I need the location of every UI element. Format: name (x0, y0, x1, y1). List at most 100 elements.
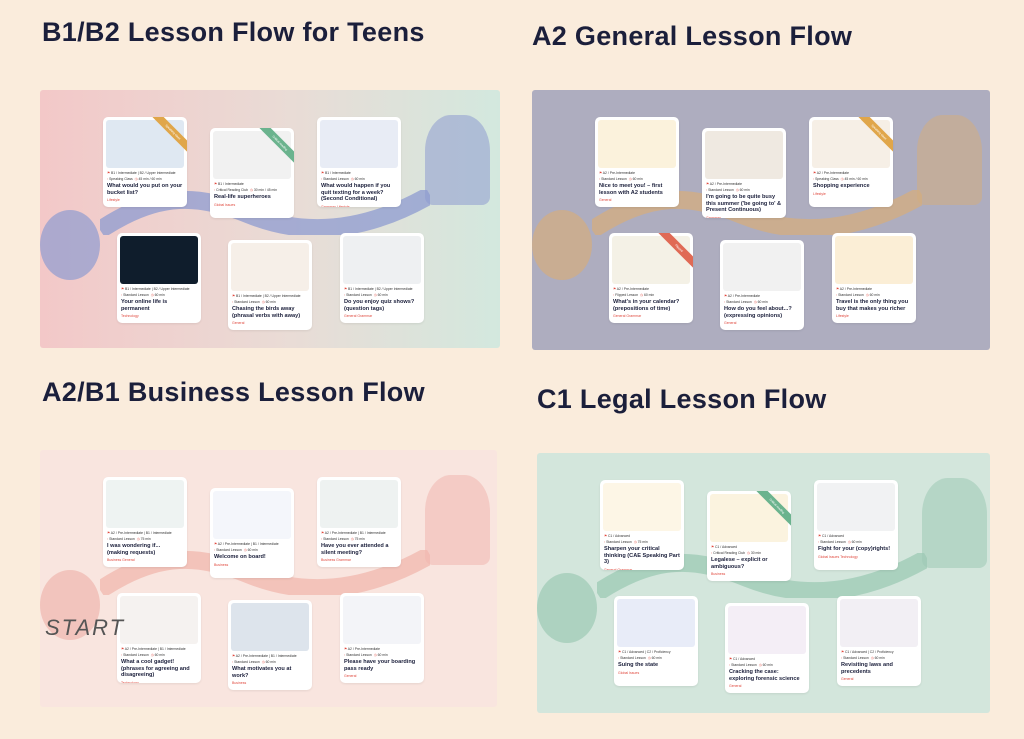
level-text: B1 / Intermediate | B2 / Upper Intermedi… (235, 294, 301, 298)
lesson-duration: 60 min (651, 656, 662, 660)
level-flag-icon: ⚑ (321, 171, 325, 175)
lesson-card[interactable]: ⚑ A2 / Pre-Intermediate▫ Standard Lesson… (832, 233, 916, 323)
goal-illustration (922, 478, 987, 568)
lesson-illustration (320, 120, 398, 168)
level-flag-icon: ⚑ (107, 171, 111, 175)
lesson-card[interactable]: ⚑ A2 / Pre-Intermediate | B1 / Intermedi… (317, 477, 401, 567)
lesson-illustration (106, 480, 184, 528)
lesson-tags[interactable]: Lifestyle (836, 314, 849, 319)
lesson-card[interactable]: ⚑ B1 / Intermediate | B2 / Upper Interme… (228, 240, 312, 330)
lesson-tags[interactable]: Business (214, 562, 229, 567)
lesson-card[interactable]: ⚑ B1 / Intermediate | B2 / Upper Interme… (340, 233, 424, 323)
level-flag-icon: ⚑ (121, 287, 125, 291)
lesson-duration: 75 min (637, 540, 648, 544)
lesson-info: ▫ Standard Lesson ◷ 60 min (232, 660, 308, 664)
lesson-tags[interactable]: Grammar (706, 216, 782, 218)
lesson-info: ▫ Speaking Class ◷ 45 min / 60 min (107, 177, 183, 181)
lesson-card[interactable]: Flipped⚑ A2 / Pre-Intermediate▫ Flipped … (609, 233, 693, 323)
lesson-type: Standard Lesson (234, 300, 260, 304)
lesson-type: Standard Lesson (601, 177, 627, 181)
lesson-level: ⚑ C1 / Advanced | C2 / Proficiency (841, 650, 917, 654)
lesson-illustration (817, 483, 895, 531)
flow-panel-business: START ⚑ A2 / Pre-Intermediate | B1 / Int… (40, 450, 497, 707)
lesson-tags[interactable]: Business (232, 681, 247, 686)
lesson-tags[interactable]: General Grammar (613, 314, 642, 319)
lesson-duration: 60 min (762, 663, 773, 667)
clock-icon: ◷ (735, 188, 740, 192)
clock-icon: ◷ (243, 548, 248, 552)
lesson-level: ⚑ B1 / Intermediate (321, 171, 397, 175)
lesson-tags[interactable]: General (724, 321, 737, 326)
lesson-tags[interactable]: Business (711, 572, 726, 577)
lesson-tags[interactable]: Business Grammar (321, 558, 351, 563)
document-icon: ▫ (107, 537, 110, 541)
lesson-card[interactable]: ⚑ B1 / Intermediate▫ Standard Lesson ◷ 6… (317, 117, 401, 207)
level-text: B1 / Intermediate | B2 / Upper Intermedi… (347, 287, 413, 291)
lesson-tags[interactable]: Global Issues (214, 202, 236, 207)
lesson-card[interactable]: ⚑ A2 / Pre-Intermediate▫ Standard Lesson… (720, 240, 804, 330)
lesson-tags[interactable]: Global Issues Technology (818, 554, 858, 559)
lesson-card[interactable]: ⚑ C1 / Advanced | C2 / Proficiency▫ Stan… (837, 596, 921, 686)
level-flag-icon: ⚑ (706, 182, 710, 186)
lesson-tags[interactable]: Global Issues (618, 670, 640, 675)
lesson-tags[interactable]: Technology (121, 681, 197, 683)
lesson-tags[interactable]: General Grammar (344, 314, 373, 319)
lesson-info: ▫ Standard Lesson ◷ 60 min (724, 300, 800, 304)
lesson-tags[interactable]: Grammar Lifestyle (321, 205, 397, 207)
lesson-card[interactable]: ⚑ A2 / Pre-Intermediate | B1 / Intermedi… (210, 488, 294, 578)
lesson-card[interactable]: ⚑ A2 / Pre-Intermediate | B1 / Intermedi… (228, 600, 312, 690)
lesson-title: Real-life superheroes (214, 194, 271, 200)
lesson-tags[interactable]: General (232, 321, 245, 326)
lesson-card[interactable]: ⚑ C1 / Advanced▫ Standard Lesson ◷ 60 mi… (814, 480, 898, 570)
document-icon: ▫ (724, 300, 727, 304)
lesson-type-ribbon: Speaking class (152, 117, 187, 153)
lesson-tags[interactable]: General (729, 684, 742, 689)
lesson-tags[interactable]: Lifestyle (107, 198, 120, 203)
clock-icon: ◷ (136, 537, 141, 541)
lesson-title: Your online life is permanent (121, 299, 168, 312)
lesson-duration: 75 min (354, 537, 365, 541)
lesson-tags[interactable]: Business General (107, 558, 135, 563)
lesson-tags[interactable]: Lifestyle (813, 191, 826, 196)
lesson-info: ▫ Flipped Lesson ◷ 60 min (613, 293, 689, 297)
lesson-card[interactable]: Speaking class⚑ A2 / Pre-Intermediate▫ S… (809, 117, 893, 207)
lesson-card[interactable]: ⚑ A2 / Pre-Intermediate | B1 / Intermedi… (103, 477, 187, 567)
lesson-card[interactable]: Critical reading⚑ B1 / Intermediate▫ Cri… (210, 128, 294, 218)
level-text: A2 / Pre-Intermediate (727, 294, 761, 298)
lesson-card[interactable]: ⚑ A2 / Pre-Intermediate▫ Standard Lesson… (702, 128, 786, 218)
lesson-illustration (231, 603, 309, 651)
lesson-level: ⚑ B1 / Intermediate | B2 / Upper Interme… (121, 287, 197, 291)
lesson-duration: 60 min (354, 177, 365, 181)
lesson-tags[interactable]: General (344, 674, 357, 679)
level-flag-icon: ⚑ (121, 647, 125, 651)
lesson-card[interactable]: Speaking class ⚑ B1 / Intermediate | B2 /… (103, 117, 187, 207)
lesson-card[interactable]: ⚑ A2 / Pre-Intermediate▫ Standard Lesson… (595, 117, 679, 207)
lesson-tags[interactable]: General Grammar (604, 568, 680, 570)
lesson-level: ⚑ A2 / Pre-Intermediate | B1 / Intermedi… (321, 531, 397, 535)
clock-icon: ◷ (647, 656, 652, 660)
lesson-duration: 60 min (154, 653, 165, 657)
lesson-level: ⚑ C1 / Advanced (818, 534, 894, 538)
lesson-info: ▫ Standard Lesson ◷ 60 min (121, 293, 197, 297)
lesson-card[interactable]: ⚑ B1 / Intermediate | B2 / Upper Interme… (117, 233, 201, 323)
lesson-tags[interactable]: General (599, 198, 612, 203)
lesson-tags[interactable]: General (841, 677, 854, 682)
lesson-info: ▫ Standard Lesson ◷ 60 min (344, 653, 420, 657)
lesson-card[interactable]: ⚑ A2 / Pre-Intermediate▫ Standard Lesson… (340, 593, 424, 683)
level-text: A2 / Pre-Intermediate (616, 287, 650, 291)
lesson-illustration: Flipped (612, 233, 693, 284)
lesson-card[interactable]: ⚑ A2 / Pre-Intermediate | B1 / Intermedi… (117, 593, 201, 683)
document-icon: ▫ (818, 540, 821, 544)
learner-illustration (40, 210, 100, 280)
level-flag-icon: ⚑ (604, 534, 608, 538)
level-text: B1 / Intermediate | B2 / Upper Intermedi… (110, 171, 176, 175)
lesson-card[interactable]: ⚑ C1 / Advanced | C2 / Proficiency▫ Stan… (614, 596, 698, 686)
lesson-card[interactable]: Critical reading⚑ C1 / Advanced▫ Critica… (707, 491, 791, 581)
lesson-card[interactable]: ⚑ C1 / Advanced▫ Standard Lesson ◷ 60 mi… (725, 603, 809, 693)
document-icon: ▫ (214, 548, 217, 552)
goal-illustration (425, 475, 490, 565)
lesson-type: Standard Lesson (726, 300, 752, 304)
lesson-tags[interactable]: Technology (121, 314, 139, 319)
clock-icon: ◷ (746, 551, 751, 555)
lesson-card[interactable]: ⚑ C1 / Advanced▫ Standard Lesson ◷ 75 mi… (600, 480, 684, 570)
